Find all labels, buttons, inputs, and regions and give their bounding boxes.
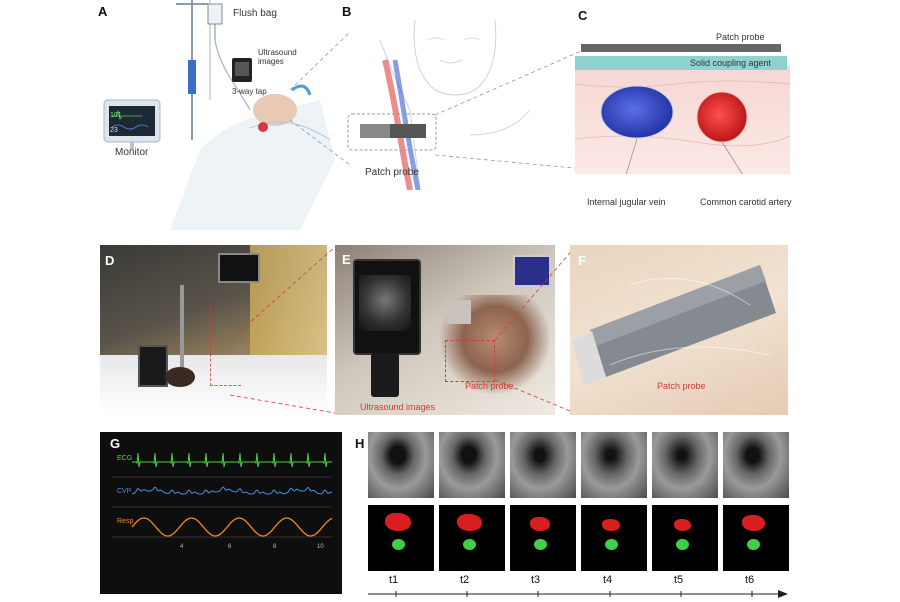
segmentation-frame-4	[581, 505, 647, 571]
panel-label-c: C	[578, 8, 588, 23]
segmentation-frame-2	[439, 505, 505, 571]
artery-mask-3	[534, 539, 547, 550]
timepoint-t6: t6	[745, 574, 755, 586]
g-tick-4: 4	[180, 544, 184, 550]
panel-d-photo	[100, 245, 327, 415]
artery-mask-5	[676, 539, 689, 550]
time-axis	[368, 590, 788, 598]
ultrasound-images-label-a: Ultrasound images	[258, 48, 297, 66]
three-way-tap-label: 3-way tap	[232, 87, 267, 96]
patch-probe-bar	[581, 44, 781, 52]
artery-mask-1	[392, 539, 405, 550]
ultrasound-frame-6	[723, 432, 789, 498]
ultrasound-frame-2	[439, 432, 505, 498]
cvp-trace	[131, 486, 333, 495]
segmentation-frame-3	[510, 505, 576, 571]
monitor-readout-2: 23	[110, 127, 118, 134]
connector-d-e	[229, 246, 336, 414]
panel-label-e: E	[342, 252, 351, 267]
cvp-label: CVP	[117, 488, 132, 495]
flush-bag-label: Flush bag	[233, 8, 277, 19]
panel-a-illustration	[103, 0, 335, 230]
ultrasound-images-label-e: Ultrasound images	[360, 402, 436, 412]
patch-probe-label-c: Patch probe	[716, 32, 765, 42]
panel-c-illustration	[575, 44, 790, 174]
g-tick-6: 6	[228, 544, 232, 550]
timepoint-t5: t5	[674, 574, 684, 586]
vein-mask-2	[456, 514, 482, 531]
panel-label-f: F	[578, 253, 586, 268]
connector-e-f	[494, 246, 576, 414]
coupling-label: Solid coupling agent	[690, 58, 772, 68]
artery-mask-2	[463, 539, 476, 550]
segmentation-frame-5	[652, 505, 718, 571]
panel-g-monitor	[100, 432, 342, 594]
patch-probe-label-e: Patch probe	[465, 381, 514, 391]
resp-trace	[131, 517, 333, 537]
internal-jugular-vein	[600, 85, 674, 139]
ultrasound-frame-5	[652, 432, 718, 498]
panel-b-illustration	[347, 20, 531, 190]
vein-mask-4	[602, 519, 620, 531]
g-tick-10: 10	[317, 544, 324, 550]
monitor-readout-1: 101	[110, 112, 122, 119]
ultrasound-frame-1	[368, 432, 434, 498]
vein-mask-6	[741, 515, 765, 531]
panel-label-h: H	[355, 436, 365, 451]
vein-label: Internal jugular vein	[587, 197, 666, 207]
g-tick-8: 8	[273, 544, 277, 550]
artery-label: Common carotid artery	[700, 197, 792, 207]
vein-mask-3	[530, 517, 550, 531]
waveform-plot	[112, 452, 333, 538]
ecg-label: ECG	[117, 455, 133, 462]
segmentation-frame-6	[723, 505, 789, 571]
timepoint-t4: t4	[603, 574, 613, 586]
panel-f-photo	[570, 245, 788, 415]
connector-b-c	[434, 44, 596, 171]
panel-label-b: B	[342, 4, 352, 19]
ecg-trace	[132, 452, 332, 468]
patch-probe-label-f: Patch probe	[657, 381, 706, 391]
artery-mask-4	[605, 539, 618, 550]
panel-label-a: A	[98, 4, 108, 19]
timepoint-t3: t3	[531, 574, 541, 586]
connector-a-b	[289, 31, 351, 166]
timepoint-t1: t1	[389, 574, 399, 586]
panel-label-g: G	[110, 436, 121, 451]
artery-mask-6	[747, 539, 760, 550]
vein-mask-5	[673, 519, 691, 531]
panel-label-d: D	[105, 253, 115, 268]
common-carotid-artery	[696, 91, 748, 143]
coupling-layer	[575, 56, 787, 70]
timepoint-t2: t2	[460, 574, 470, 586]
monitor-label: Monitor	[115, 147, 149, 158]
vein-mask-1	[385, 513, 411, 531]
ultrasound-frame-4	[581, 432, 647, 498]
panel-e-photo	[335, 245, 555, 415]
segmentation-frame-1	[368, 505, 434, 571]
patch-probe-label-b: Patch probe	[365, 167, 419, 178]
resp-label: Resp	[117, 518, 134, 525]
ultrasound-frame-3	[510, 432, 576, 498]
